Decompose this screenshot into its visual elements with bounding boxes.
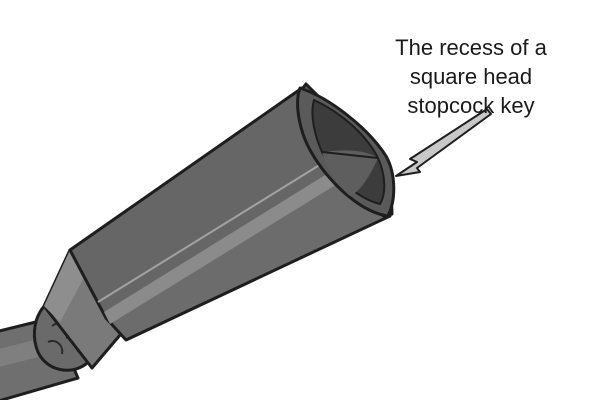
annotation-line-2: square head: [409, 64, 533, 89]
annotation-line-3: stopcock key: [407, 93, 535, 118]
pointer-arrow: [395, 108, 492, 177]
annotation-label: The recess of a square head stopcock key: [356, 33, 586, 120]
recess-end: [296, 82, 396, 218]
annotation-line-1: The recess of a: [395, 35, 547, 60]
